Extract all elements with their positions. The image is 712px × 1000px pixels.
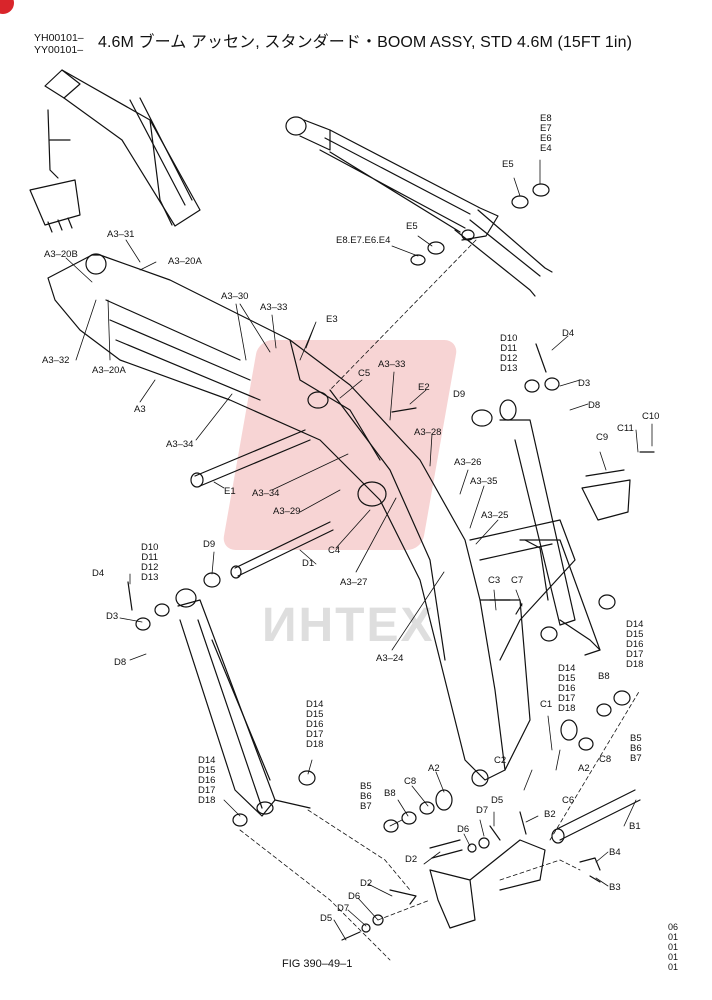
- callout-d2-mid: D2: [405, 854, 418, 865]
- callout-d7-mid: D7: [476, 805, 489, 816]
- callout-a3-34-b: A3–34: [252, 488, 280, 499]
- callout-d6-bottom: D6: [348, 891, 361, 902]
- callout-a2-right: A2: [578, 763, 590, 774]
- callout-a3-20a-bottom: A3–20A: [92, 365, 126, 376]
- callout-d5-bottom: D5: [320, 913, 333, 924]
- pins: [190, 429, 641, 844]
- callout-e5-mid: E5: [406, 221, 418, 232]
- callout-c2: C2: [494, 755, 507, 766]
- callout-b8-mid: B8: [384, 788, 396, 799]
- callout-d2-bottom: D2: [360, 878, 373, 889]
- callout-a3-28: A3–28: [414, 427, 442, 438]
- callout-d6-mid: D6: [457, 824, 470, 835]
- watermark-text: ИНТЕХ: [262, 599, 435, 652]
- washers: [135, 183, 631, 933]
- arm-cylinder-right: [499, 399, 601, 656]
- bottom-brackets: [389, 839, 601, 929]
- model-code-2: YY00101–: [34, 44, 84, 56]
- callout-a3-27: A3–27: [340, 577, 368, 588]
- boom-body: [47, 253, 531, 787]
- callout-c4: C4: [328, 545, 341, 556]
- callout-e2: E2: [418, 382, 430, 393]
- callout-a3-31: A3–31: [107, 229, 135, 240]
- callout-b1: B1: [629, 821, 641, 832]
- callout-a3-20a-top: A3–20A: [168, 256, 202, 267]
- excavator-thumbnail: [29, 69, 201, 233]
- callout-d4-left: D4: [92, 568, 105, 579]
- callout-e-list: E8.E7.E6.E4: [336, 235, 391, 246]
- dashed-leader-lines: [239, 239, 641, 961]
- callout-d8-top: D8: [588, 400, 601, 411]
- callout-d9-left: D9: [203, 539, 216, 550]
- callout-b3: B3: [609, 882, 621, 893]
- callout-c8-right: C8: [599, 754, 612, 765]
- callout-e1: E1: [224, 486, 236, 497]
- callout-a2-mid: A2: [428, 763, 440, 774]
- arm-cylinder-left: [175, 588, 311, 817]
- callout-a3: A3: [134, 404, 146, 415]
- callout-c10: C10: [642, 411, 660, 422]
- callout-a3-33-top: A3–33: [260, 302, 288, 313]
- callout-c9: C9: [596, 432, 609, 443]
- callout-a3-24: A3–24: [376, 653, 404, 664]
- page-codes: 06 01 01 01 01: [668, 922, 679, 972]
- callout-a3-25: A3–25: [481, 510, 509, 521]
- boom-cylinder-top: [285, 116, 553, 297]
- callout-c5: C5: [358, 368, 371, 379]
- callout-d5-mid: D5: [491, 795, 504, 806]
- leader-lines: [65, 159, 653, 941]
- callout-a3-32: A3–32: [42, 355, 70, 366]
- model-code-1: YH00101–: [34, 32, 84, 44]
- callout-b2: B2: [544, 809, 556, 820]
- callout-a3-20b: A3–20B: [44, 249, 78, 260]
- callout-a3-26: A3–26: [454, 457, 482, 468]
- callout-a3-29: A3–29: [273, 506, 301, 517]
- callout-d1: D1: [302, 558, 315, 569]
- callout-c7: C7: [511, 575, 524, 586]
- callout-a3-30: A3–30: [221, 291, 249, 302]
- callout-d9-top: D9: [453, 389, 466, 400]
- callout-d7-bottom: D7: [337, 903, 350, 914]
- callout-c1: C1: [540, 699, 553, 710]
- callout-e3: E3: [326, 314, 338, 325]
- callout-b4: B4: [609, 847, 621, 858]
- callout-c8-mid: C8: [404, 776, 417, 787]
- callout-a3-34-a: A3–34: [166, 439, 194, 450]
- callout-c11: C11: [617, 423, 634, 434]
- callout-c6: C6: [562, 795, 575, 806]
- callout-e5-top: E5: [502, 159, 514, 170]
- callout-d3-top: D3: [578, 378, 591, 389]
- callout-b8-right: B8: [598, 671, 610, 682]
- callout-c3: C3: [488, 575, 501, 586]
- callout-a3-35: A3–35: [470, 476, 498, 487]
- hoses: [469, 469, 631, 661]
- callout-d4-top: D4: [562, 328, 575, 339]
- callout-d3-left: D3: [106, 611, 119, 622]
- bolts: [127, 343, 655, 941]
- callout-a3-33-mid: A3–33: [378, 359, 406, 370]
- figure-number: FIG 390–49–1: [282, 958, 353, 970]
- callout-d8-left: D8: [114, 657, 127, 668]
- corner-badge: [0, 0, 14, 14]
- page-title: 4.6M ブーム アッセン, スタンダード・BOOM ASSY, STD 4.6…: [98, 34, 633, 51]
